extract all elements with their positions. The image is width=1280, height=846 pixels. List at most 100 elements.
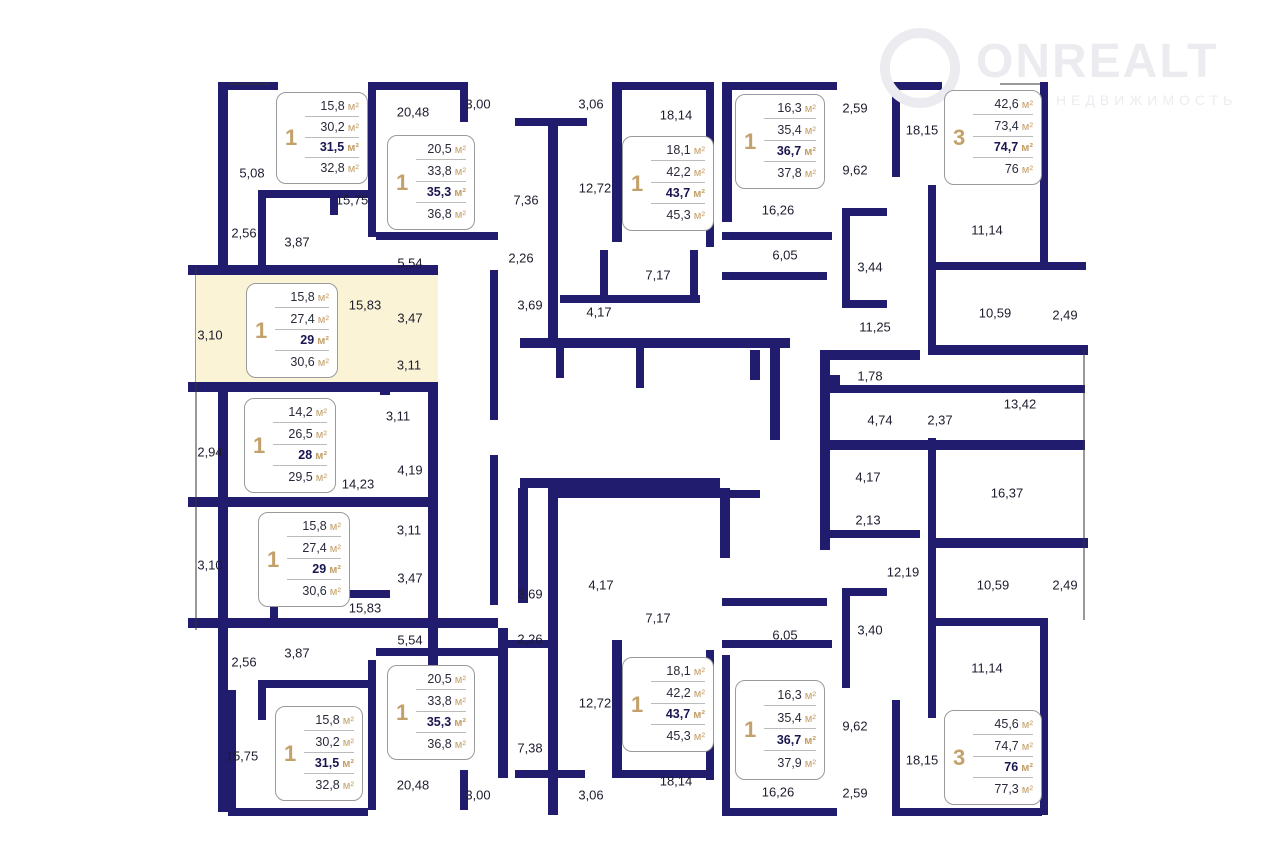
area-value: 30,6 — [302, 583, 327, 598]
room-count: 3 — [953, 124, 966, 150]
room-count: 1 — [255, 317, 268, 343]
area-value: 15,8 — [315, 713, 340, 728]
area-value: 29 — [312, 562, 327, 577]
wall-segment — [892, 82, 900, 177]
wall-segment — [270, 598, 278, 618]
area-unit: м² — [1021, 740, 1033, 753]
wall-segment — [722, 82, 732, 222]
room-area-label: 9,62 — [842, 162, 868, 178]
room-area-label: 15,75 — [335, 192, 369, 208]
area-value: 37,8 — [777, 165, 802, 180]
room-count: 1 — [284, 740, 297, 766]
area-value: 29,5 — [288, 469, 313, 484]
area-value: 73,4 — [994, 118, 1019, 133]
area-value: 36,8 — [427, 206, 452, 221]
area-value: 45,3 — [666, 207, 691, 222]
wall-segment — [258, 190, 368, 198]
room-area-label: 4,17 — [588, 577, 614, 593]
wall-segment — [515, 770, 585, 778]
wall-segment — [490, 455, 498, 605]
wall-segment — [258, 190, 266, 270]
wall-segment — [636, 338, 644, 388]
wall-segment — [1040, 82, 1048, 262]
wall-segment — [722, 640, 832, 648]
area-value: 35,4 — [777, 710, 802, 725]
wall-segment — [820, 350, 830, 550]
room-area-label: 11,25 — [859, 319, 891, 335]
area-unit: м² — [454, 144, 466, 157]
room-area-label: 13,42 — [1003, 396, 1037, 412]
room-area-label: 18,15 — [905, 752, 939, 768]
room-area-label: 3,69 — [517, 297, 543, 313]
room-area-label: 3,06 — [578, 787, 604, 803]
area-unit: м² — [317, 313, 329, 326]
room-area-label: 3,10 — [197, 557, 223, 573]
room-area-label: 4,17 — [855, 469, 881, 485]
wall-segment — [330, 195, 338, 215]
area-value: 36,7 — [776, 733, 802, 748]
room-area-label: 14,23 — [341, 476, 375, 492]
wall-segment — [842, 588, 850, 688]
area-unit: м² — [804, 146, 816, 159]
area-value: 18,1 — [666, 143, 691, 158]
area-unit: м² — [315, 471, 327, 484]
room-area-label: 4,19 — [397, 462, 423, 478]
area-unit: м² — [347, 163, 359, 176]
room-area-label: 3,11 — [396, 522, 422, 538]
room-area-label: 15,75 — [225, 748, 259, 764]
wall-segment — [892, 700, 900, 815]
room-area-label: 3,47 — [397, 570, 423, 586]
wall-segment — [520, 478, 720, 488]
room-area-label: 4,17 — [586, 304, 612, 320]
room-area-label: 1,78 — [857, 368, 883, 384]
wall-segment — [376, 232, 498, 240]
wall-segment — [498, 628, 508, 778]
area-unit: м² — [804, 735, 816, 748]
wall-segment — [1040, 262, 1086, 270]
room-area-label: 2,59 — [842, 785, 868, 801]
wall-segment — [428, 290, 438, 730]
room-area-label: 10,59 — [976, 577, 1010, 593]
room-count: 1 — [744, 717, 757, 742]
wall-segment — [842, 208, 887, 216]
wall-segment — [258, 680, 368, 688]
room-area-label: 7,17 — [645, 267, 671, 283]
area-value: 35,4 — [777, 122, 802, 137]
area-value: 76 — [1004, 760, 1019, 775]
room-area-label: 9,62 — [842, 718, 868, 734]
room-area-label: 6,05 — [772, 627, 798, 643]
wall-segment — [928, 345, 1088, 355]
wall-segment — [720, 488, 730, 558]
wall-segment — [928, 262, 1046, 270]
wall-segment — [730, 490, 760, 498]
area-value: 43,7 — [665, 707, 691, 722]
